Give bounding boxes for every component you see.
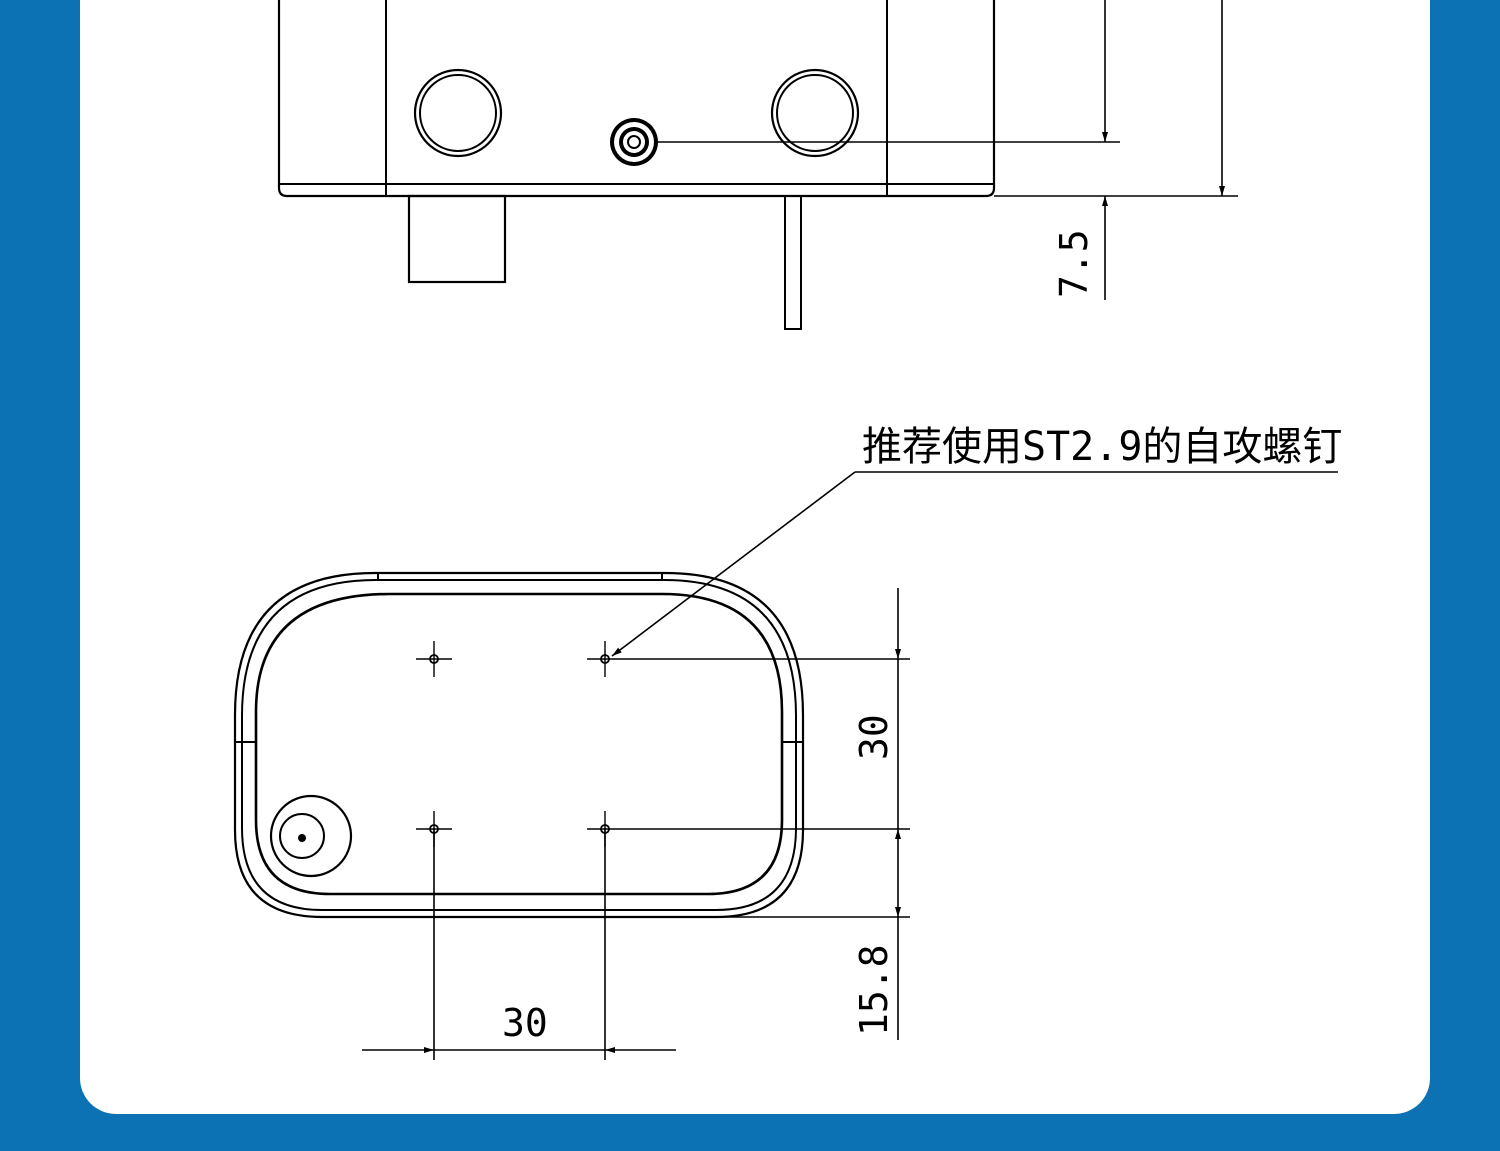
connector-core bbox=[627, 135, 641, 149]
dim-bottom-offset: 7.5 bbox=[1052, 229, 1096, 298]
port-right-inner bbox=[776, 74, 854, 152]
housing-outline bbox=[277, 0, 996, 198]
base-port-inner bbox=[279, 813, 325, 859]
base-port-outer bbox=[269, 794, 353, 878]
base-inner-outline bbox=[254, 592, 784, 896]
port-right-outer bbox=[770, 68, 860, 158]
base-port-center bbox=[298, 834, 306, 842]
screw-note: 推荐使用ST2.9的自攻螺钉 bbox=[862, 424, 1342, 470]
mount-block bbox=[407, 194, 507, 284]
side-view: 7.5 bbox=[277, 0, 1238, 330]
bottom-view: 推荐使用ST2.9的自攻螺钉 bbox=[233, 424, 1342, 1060]
dim-edge-offset: 15.8 bbox=[852, 944, 896, 1036]
screw-hole bbox=[587, 641, 623, 677]
mount-pin bbox=[784, 195, 802, 330]
note-leader bbox=[611, 471, 856, 657]
drawing-card bbox=[80, 0, 1430, 1114]
connector-gap bbox=[623, 131, 645, 153]
dim-hole-spacing-horizontal: 30 bbox=[502, 1001, 548, 1045]
base-second-outline bbox=[241, 579, 797, 911]
base-outer-outline bbox=[233, 571, 805, 919]
dim-hole-spacing-vertical: 30 bbox=[852, 714, 896, 760]
port-left-outer bbox=[413, 68, 503, 158]
screw-hole bbox=[416, 641, 452, 677]
port-left-inner bbox=[419, 74, 497, 152]
